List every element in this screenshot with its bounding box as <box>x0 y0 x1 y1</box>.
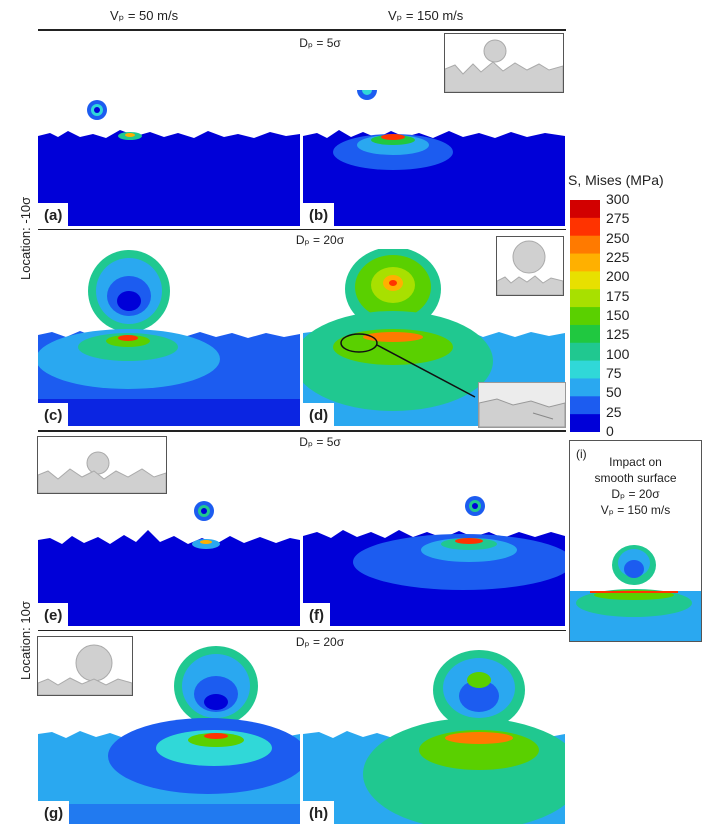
section-label: Dₚ = 20σ <box>295 233 345 247</box>
legend-tick-label: 250 <box>606 229 630 246</box>
legend-swatch <box>570 378 600 397</box>
stress-field-i <box>570 545 701 641</box>
stress-field-e <box>38 501 300 626</box>
panel-label: (c) <box>38 403 69 426</box>
panel-g: (g) <box>38 644 300 824</box>
section-label: Dₚ = 5σ <box>299 36 341 50</box>
geometry-inset <box>496 236 564 296</box>
panel-label: (a) <box>38 203 69 226</box>
section-label: Dₚ = 20σ <box>295 635 345 649</box>
legend-swatch <box>570 360 600 379</box>
geometry-inset <box>37 436 167 494</box>
panel-label: (e) <box>38 603 69 626</box>
inset-text: Impact on <box>609 455 662 469</box>
stress-field-f <box>303 496 565 626</box>
panel-label: (d) <box>303 403 335 426</box>
legend-swatch <box>570 307 600 326</box>
divider <box>38 229 566 230</box>
geometry-inset <box>37 636 133 696</box>
legend-tick-label: 125 <box>606 326 630 343</box>
legend-tick-label: 175 <box>606 287 630 304</box>
legend-swatch <box>570 200 600 219</box>
legend-title: S, Mises (MPa) <box>568 172 664 188</box>
legend-swatch <box>570 342 600 362</box>
zoom-inset <box>478 382 566 428</box>
stress-field-g <box>38 646 300 824</box>
legend-tick-label: 75 <box>606 365 622 381</box>
inset-text: Dₚ = 20σ <box>611 487 660 501</box>
smooth-surface-panel: (i) Impact on smooth surface Dₚ = 20σ Vₚ… <box>569 440 702 642</box>
legend-tick-label: 200 <box>606 268 630 285</box>
stress-field-a <box>38 100 300 226</box>
legend-swatch <box>570 217 600 237</box>
panel-label: (b) <box>303 203 335 226</box>
panel-a: (a) <box>38 90 300 226</box>
legend-swatch <box>570 324 600 344</box>
legend-swatch <box>570 414 600 432</box>
panel-label: (f) <box>303 603 330 626</box>
section-label: Dₚ = 5σ <box>299 435 341 449</box>
panel-label: (g) <box>38 801 70 824</box>
legend-tick-label: 300 <box>606 191 630 207</box>
panel-h: (h) <box>303 644 565 824</box>
legend-swatch <box>570 271 600 290</box>
divider <box>38 630 566 631</box>
divider <box>38 29 566 31</box>
stress-field-b <box>303 90 565 226</box>
legend-tick-label: 0 <box>606 423 614 439</box>
panel-label: (i) <box>576 447 587 461</box>
panel-b: (b) <box>303 90 565 226</box>
legend-colorbar <box>570 200 600 432</box>
header-vp-50: Vₚ = 50 m/s <box>110 8 179 23</box>
legend-swatch <box>570 396 600 415</box>
panel-label: (h) <box>303 801 335 824</box>
inset-text: smooth surface <box>594 471 677 485</box>
legend-swatch <box>570 253 600 272</box>
legend-tick-label: 25 <box>606 403 622 420</box>
stress-field-h <box>303 650 565 824</box>
panel-c: (c) <box>38 249 300 426</box>
inset-text: Vₚ = 150 m/s <box>600 503 671 517</box>
legend-tick-label: 50 <box>606 384 622 401</box>
geometry-inset <box>444 33 564 93</box>
legend-tick-label: 100 <box>606 345 630 362</box>
location-label-top: Location: -10σ <box>18 196 33 280</box>
legend-swatch <box>570 235 600 255</box>
panel-f: (f) <box>303 490 565 626</box>
legend-tick-label: 150 <box>606 307 630 323</box>
legend-swatch <box>570 289 600 308</box>
stress-field-c <box>38 250 300 426</box>
legend-tick-label: 225 <box>606 249 630 265</box>
legend-tick-label: 275 <box>606 210 630 227</box>
header-vp-150: Vₚ = 150 m/s <box>388 8 464 23</box>
panel-e: (e) <box>38 500 300 626</box>
location-label-bottom: Location: 10σ <box>18 601 33 680</box>
divider <box>38 430 566 432</box>
